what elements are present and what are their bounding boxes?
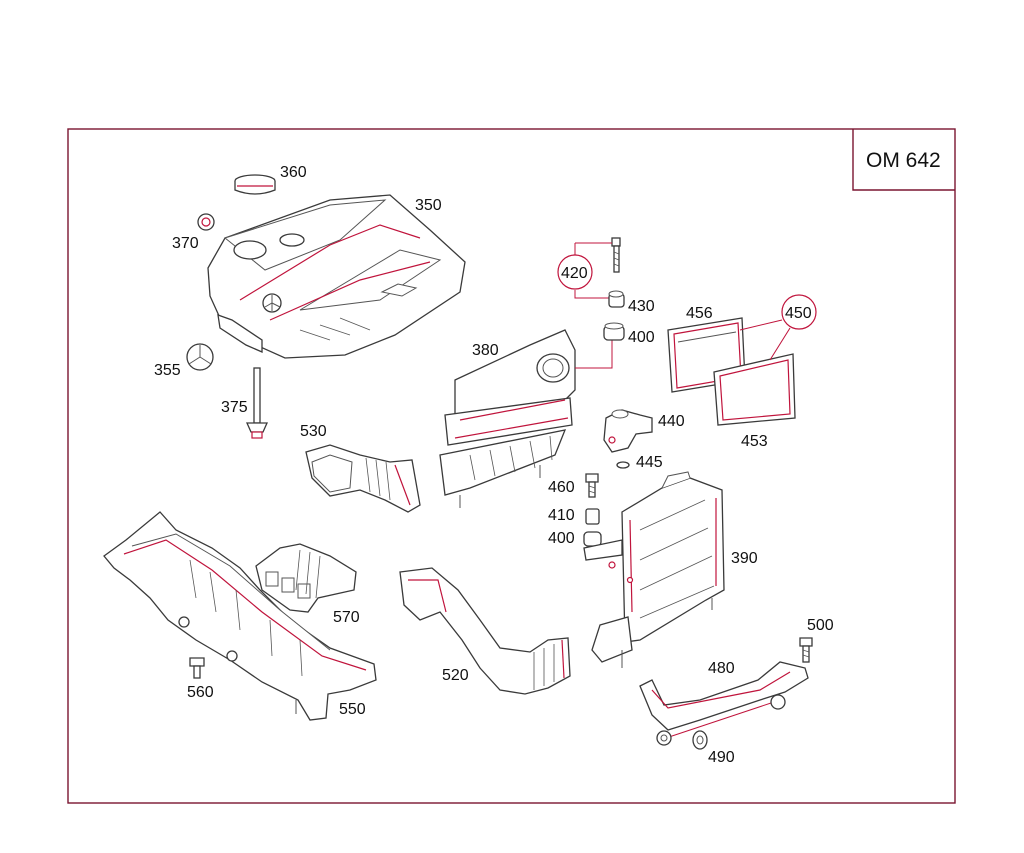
part-label-550: 550 xyxy=(339,701,366,718)
intercooler-390[interactable] xyxy=(583,471,725,668)
part-label-400-upper: 400 xyxy=(628,329,655,346)
part-label-445: 445 xyxy=(636,454,663,471)
part-label-490: 490 xyxy=(708,749,735,766)
engine-code-box: OM 642 xyxy=(852,129,955,191)
elbow-440[interactable] xyxy=(603,409,653,453)
part-label-375: 375 xyxy=(221,399,248,416)
part-label-430: 430 xyxy=(628,298,655,315)
part-label-355: 355 xyxy=(154,362,181,379)
intake-housing-380[interactable] xyxy=(439,329,576,508)
part-label-400-lower: 400 xyxy=(548,530,575,547)
bolt-375[interactable] xyxy=(245,367,269,439)
oring-445[interactable] xyxy=(616,461,630,469)
part-label-570: 570 xyxy=(333,609,360,626)
bracket-480[interactable] xyxy=(639,661,809,746)
cap-360[interactable] xyxy=(234,174,276,195)
bushing-430[interactable] xyxy=(608,290,625,308)
intake-duct-520[interactable] xyxy=(399,567,571,695)
part-label-500: 500 xyxy=(807,617,834,634)
screw-500[interactable] xyxy=(799,637,813,663)
part-label-420: 420 xyxy=(561,265,588,282)
part-label-390: 390 xyxy=(731,550,758,567)
part-label-360: 360 xyxy=(280,164,307,181)
screw-420[interactable] xyxy=(611,237,621,273)
rubber-mount-400-upper[interactable] xyxy=(603,322,625,341)
engine-cover-350[interactable] xyxy=(207,194,466,359)
part-label-480: 480 xyxy=(708,660,735,677)
part-label-453: 453 xyxy=(741,433,768,450)
callout-circle-450 xyxy=(781,294,817,330)
clip-560[interactable] xyxy=(189,657,205,679)
part-label-370: 370 xyxy=(172,235,199,252)
emblem-355[interactable] xyxy=(186,343,214,371)
part-label-350: 350 xyxy=(415,197,442,214)
part-label-456: 456 xyxy=(686,305,713,322)
bushing-410[interactable] xyxy=(585,508,600,525)
rubber-mount-400-lower[interactable] xyxy=(583,531,602,547)
intake-hose-530[interactable] xyxy=(305,444,421,513)
part-label-410: 410 xyxy=(548,507,575,524)
part-label-560: 560 xyxy=(187,684,214,701)
engine-code-label: OM 642 xyxy=(866,149,941,172)
air-duct-570[interactable] xyxy=(255,543,357,613)
diagram-frame xyxy=(67,128,956,804)
part-label-440: 440 xyxy=(658,413,685,430)
part-label-520: 520 xyxy=(442,667,469,684)
part-label-460: 460 xyxy=(548,479,575,496)
grommet-490[interactable] xyxy=(692,730,708,750)
screw-460[interactable] xyxy=(585,473,599,498)
grommet-370[interactable] xyxy=(197,213,215,231)
callout-circle-420 xyxy=(557,254,593,290)
part-label-530: 530 xyxy=(300,423,327,440)
air-guide-550[interactable] xyxy=(103,511,377,721)
part-label-450: 450 xyxy=(785,305,812,322)
part-label-380: 380 xyxy=(472,342,499,359)
filter-element-453[interactable] xyxy=(713,353,796,426)
